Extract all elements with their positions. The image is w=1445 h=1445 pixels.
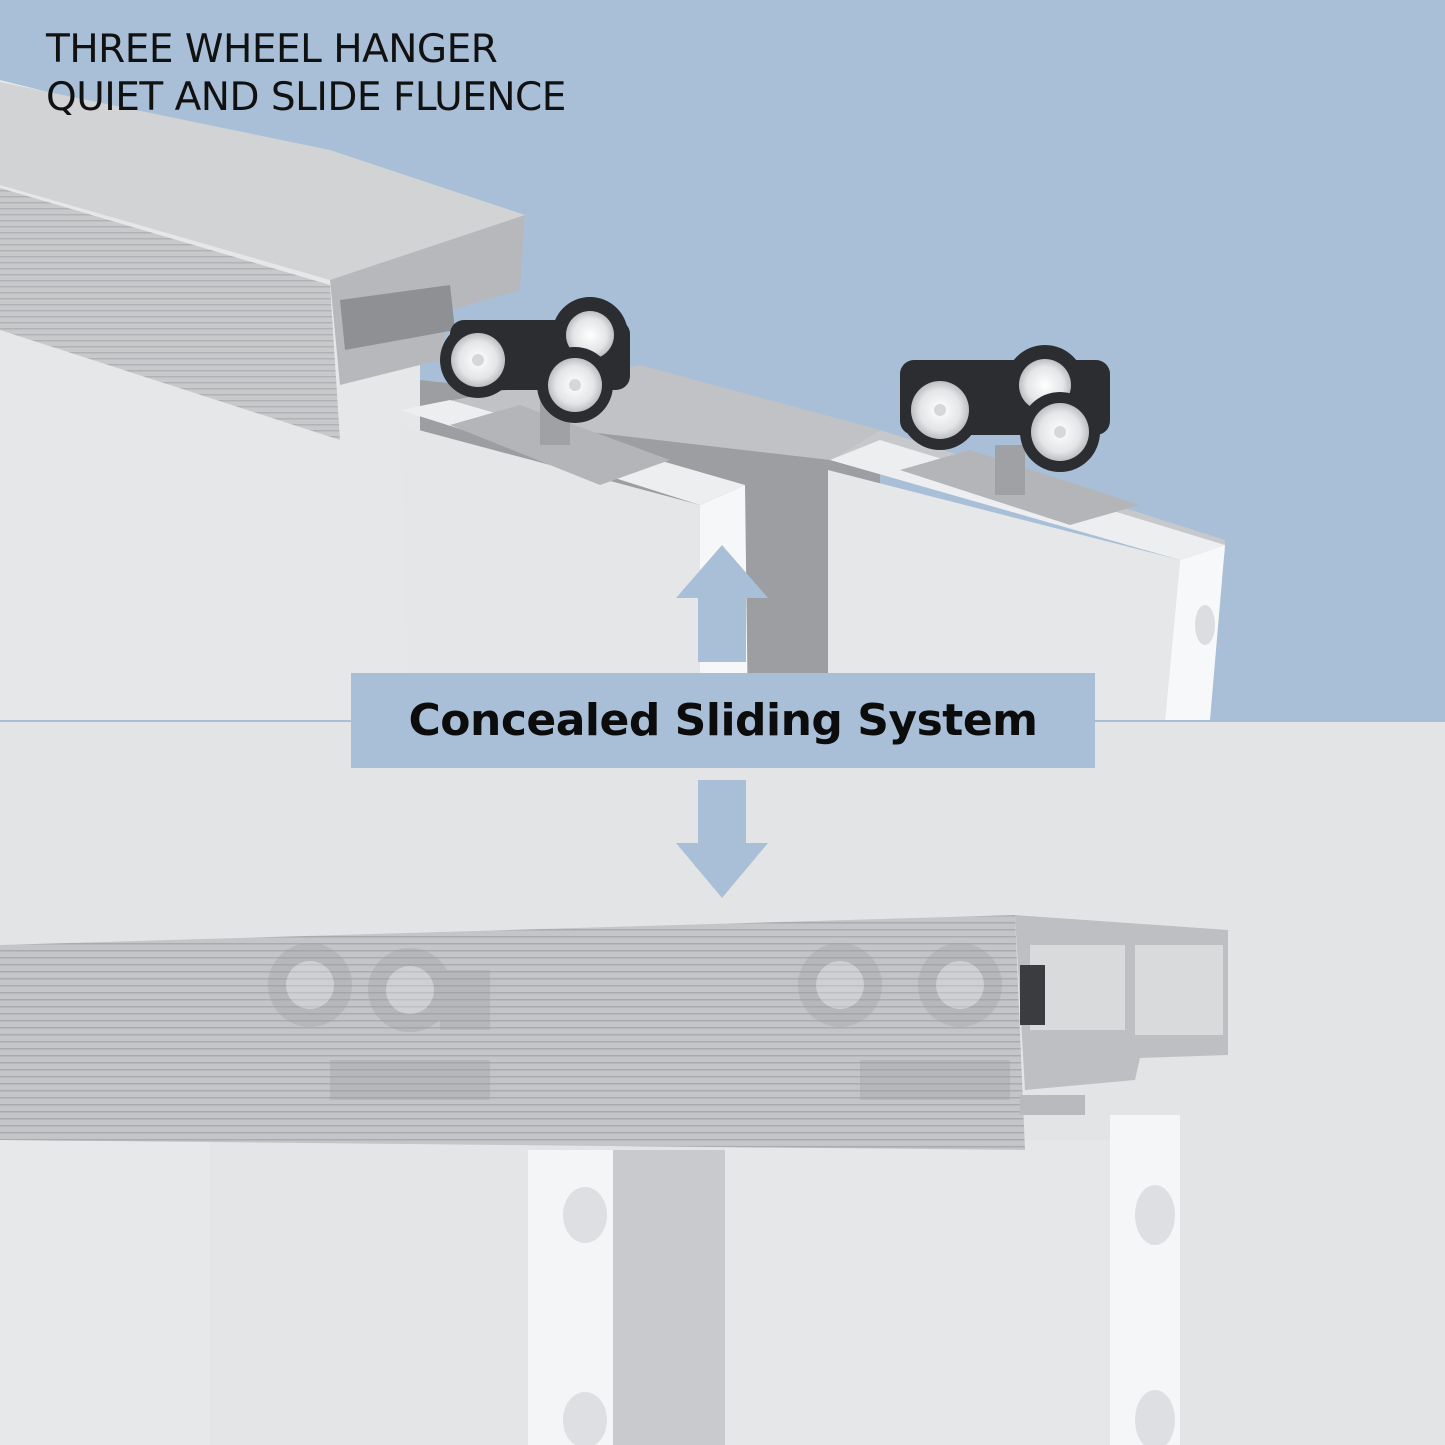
wheel-hub [1054,426,1066,438]
mounting-plate [330,1060,490,1100]
hanger-body [440,970,490,1030]
wheel-icon [268,943,352,1027]
door-edge-bumper [1195,605,1215,645]
wheel-hub [569,379,581,391]
wheel-icon [798,943,882,1027]
banner-label: Concealed Sliding System [408,695,1038,746]
track-ribbed-face [0,188,340,440]
track-channel [1135,945,1223,1035]
right-three-wheel-hanger [900,345,1140,525]
door-edge-bumper [563,1187,607,1243]
wheel-icon [386,966,434,1014]
wheel-icon [936,961,984,1009]
lower-door-gap [613,1150,725,1445]
wheel-icon [918,943,1002,1027]
up-arrow-icon [676,545,768,662]
right-door-face [828,470,1180,720]
lower-door-edge-right [1110,1115,1180,1445]
headline: THREE WHEEL HANGER QUIET AND SLIDE FLUEN… [46,26,566,122]
hidden-hanger-left [268,943,490,1100]
headline-line-1: THREE WHEEL HANGER [46,27,498,72]
track-inner-channel [340,285,455,350]
headline-line-2: QUIET AND SLIDE FLUENCE [46,75,566,120]
left-three-wheel-hanger [440,297,670,485]
door-edge-bumper [1135,1185,1175,1245]
concealed-sliding-banner: Concealed Sliding System [351,673,1095,768]
track-channel [1030,945,1125,1030]
mounting-plate [860,1060,1010,1100]
exposed-plate [1020,1095,1085,1115]
track-top-surface [0,82,525,280]
wheel-icon [368,948,452,1032]
lower-door-left [0,1140,210,1445]
left-door-face [400,425,700,720]
wheel-hub [472,354,484,366]
wheel-icon [286,961,334,1009]
lower-door-middle [212,1140,528,1445]
hanger-bolt [995,445,1025,495]
door-edge-bumper [1135,1390,1175,1445]
wheel-icon [816,961,864,1009]
wheel-icon [566,311,614,359]
right-door-edge [1165,545,1225,720]
hidden-hanger-right [798,943,1010,1100]
lower-door-right [725,1140,1110,1445]
down-arrow-icon [676,780,768,898]
track-channel-shadow [1020,965,1045,1025]
door-edge-bumper [563,1392,607,1445]
wheel-hub [934,404,946,416]
ceiling-track-body [0,915,1025,1150]
